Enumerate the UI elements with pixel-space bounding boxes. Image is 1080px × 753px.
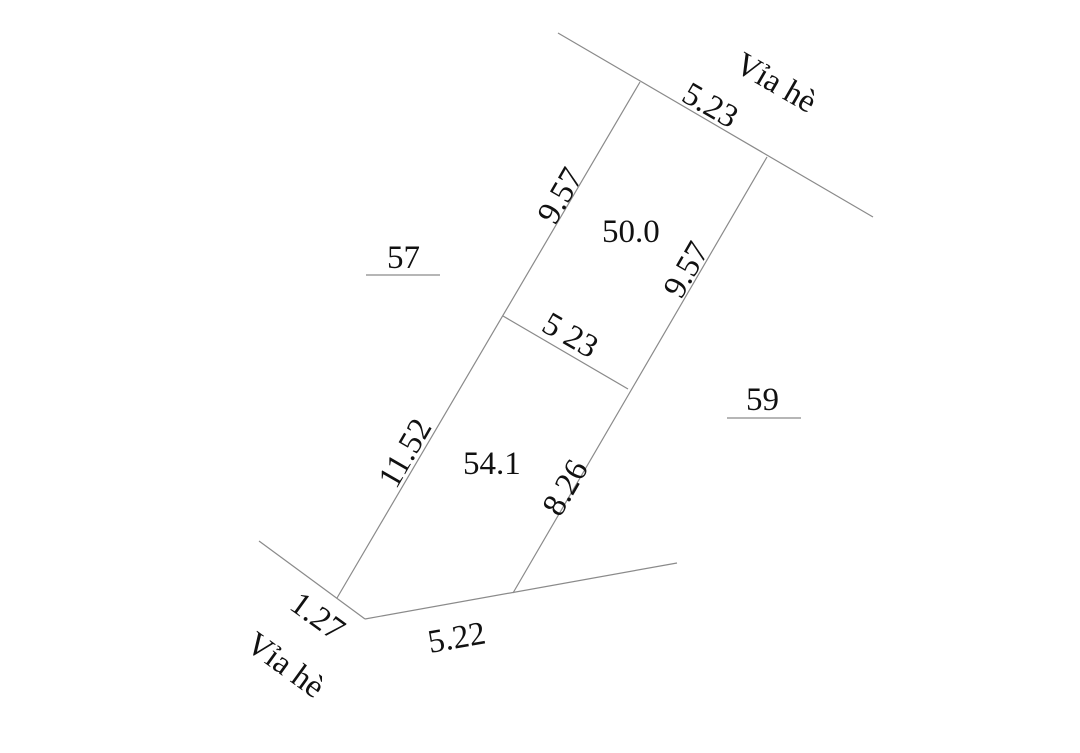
bottom-edge-length: 5.22 xyxy=(425,615,488,660)
sidewalk-line-top xyxy=(557,32,874,218)
left-boundary xyxy=(336,81,641,599)
area-lower: 54.1 xyxy=(463,446,521,482)
left-lower-edge-length: 11.52 xyxy=(372,413,440,494)
sidewalk-label-top: Vỉa hè xyxy=(729,46,822,121)
right-boundary xyxy=(512,156,768,594)
parcel-57: 57 xyxy=(387,240,420,276)
right-upper-edge-length: 9.57 xyxy=(657,236,717,304)
corner-edge-length: 1.27 xyxy=(283,585,351,648)
right-lower-edge-length: 8.26 xyxy=(536,454,596,522)
top-edge-length: 5.23 xyxy=(676,76,744,136)
bottom-boundary xyxy=(364,562,678,620)
area-upper: 50.0 xyxy=(602,214,660,250)
middle-edge-length: 5 23 xyxy=(536,306,604,366)
sidewalk-line-bottom xyxy=(258,540,366,620)
left-upper-edge-length: 9.57 xyxy=(531,162,591,230)
parcel-59: 59 xyxy=(746,382,779,418)
middle-divider xyxy=(502,315,629,390)
